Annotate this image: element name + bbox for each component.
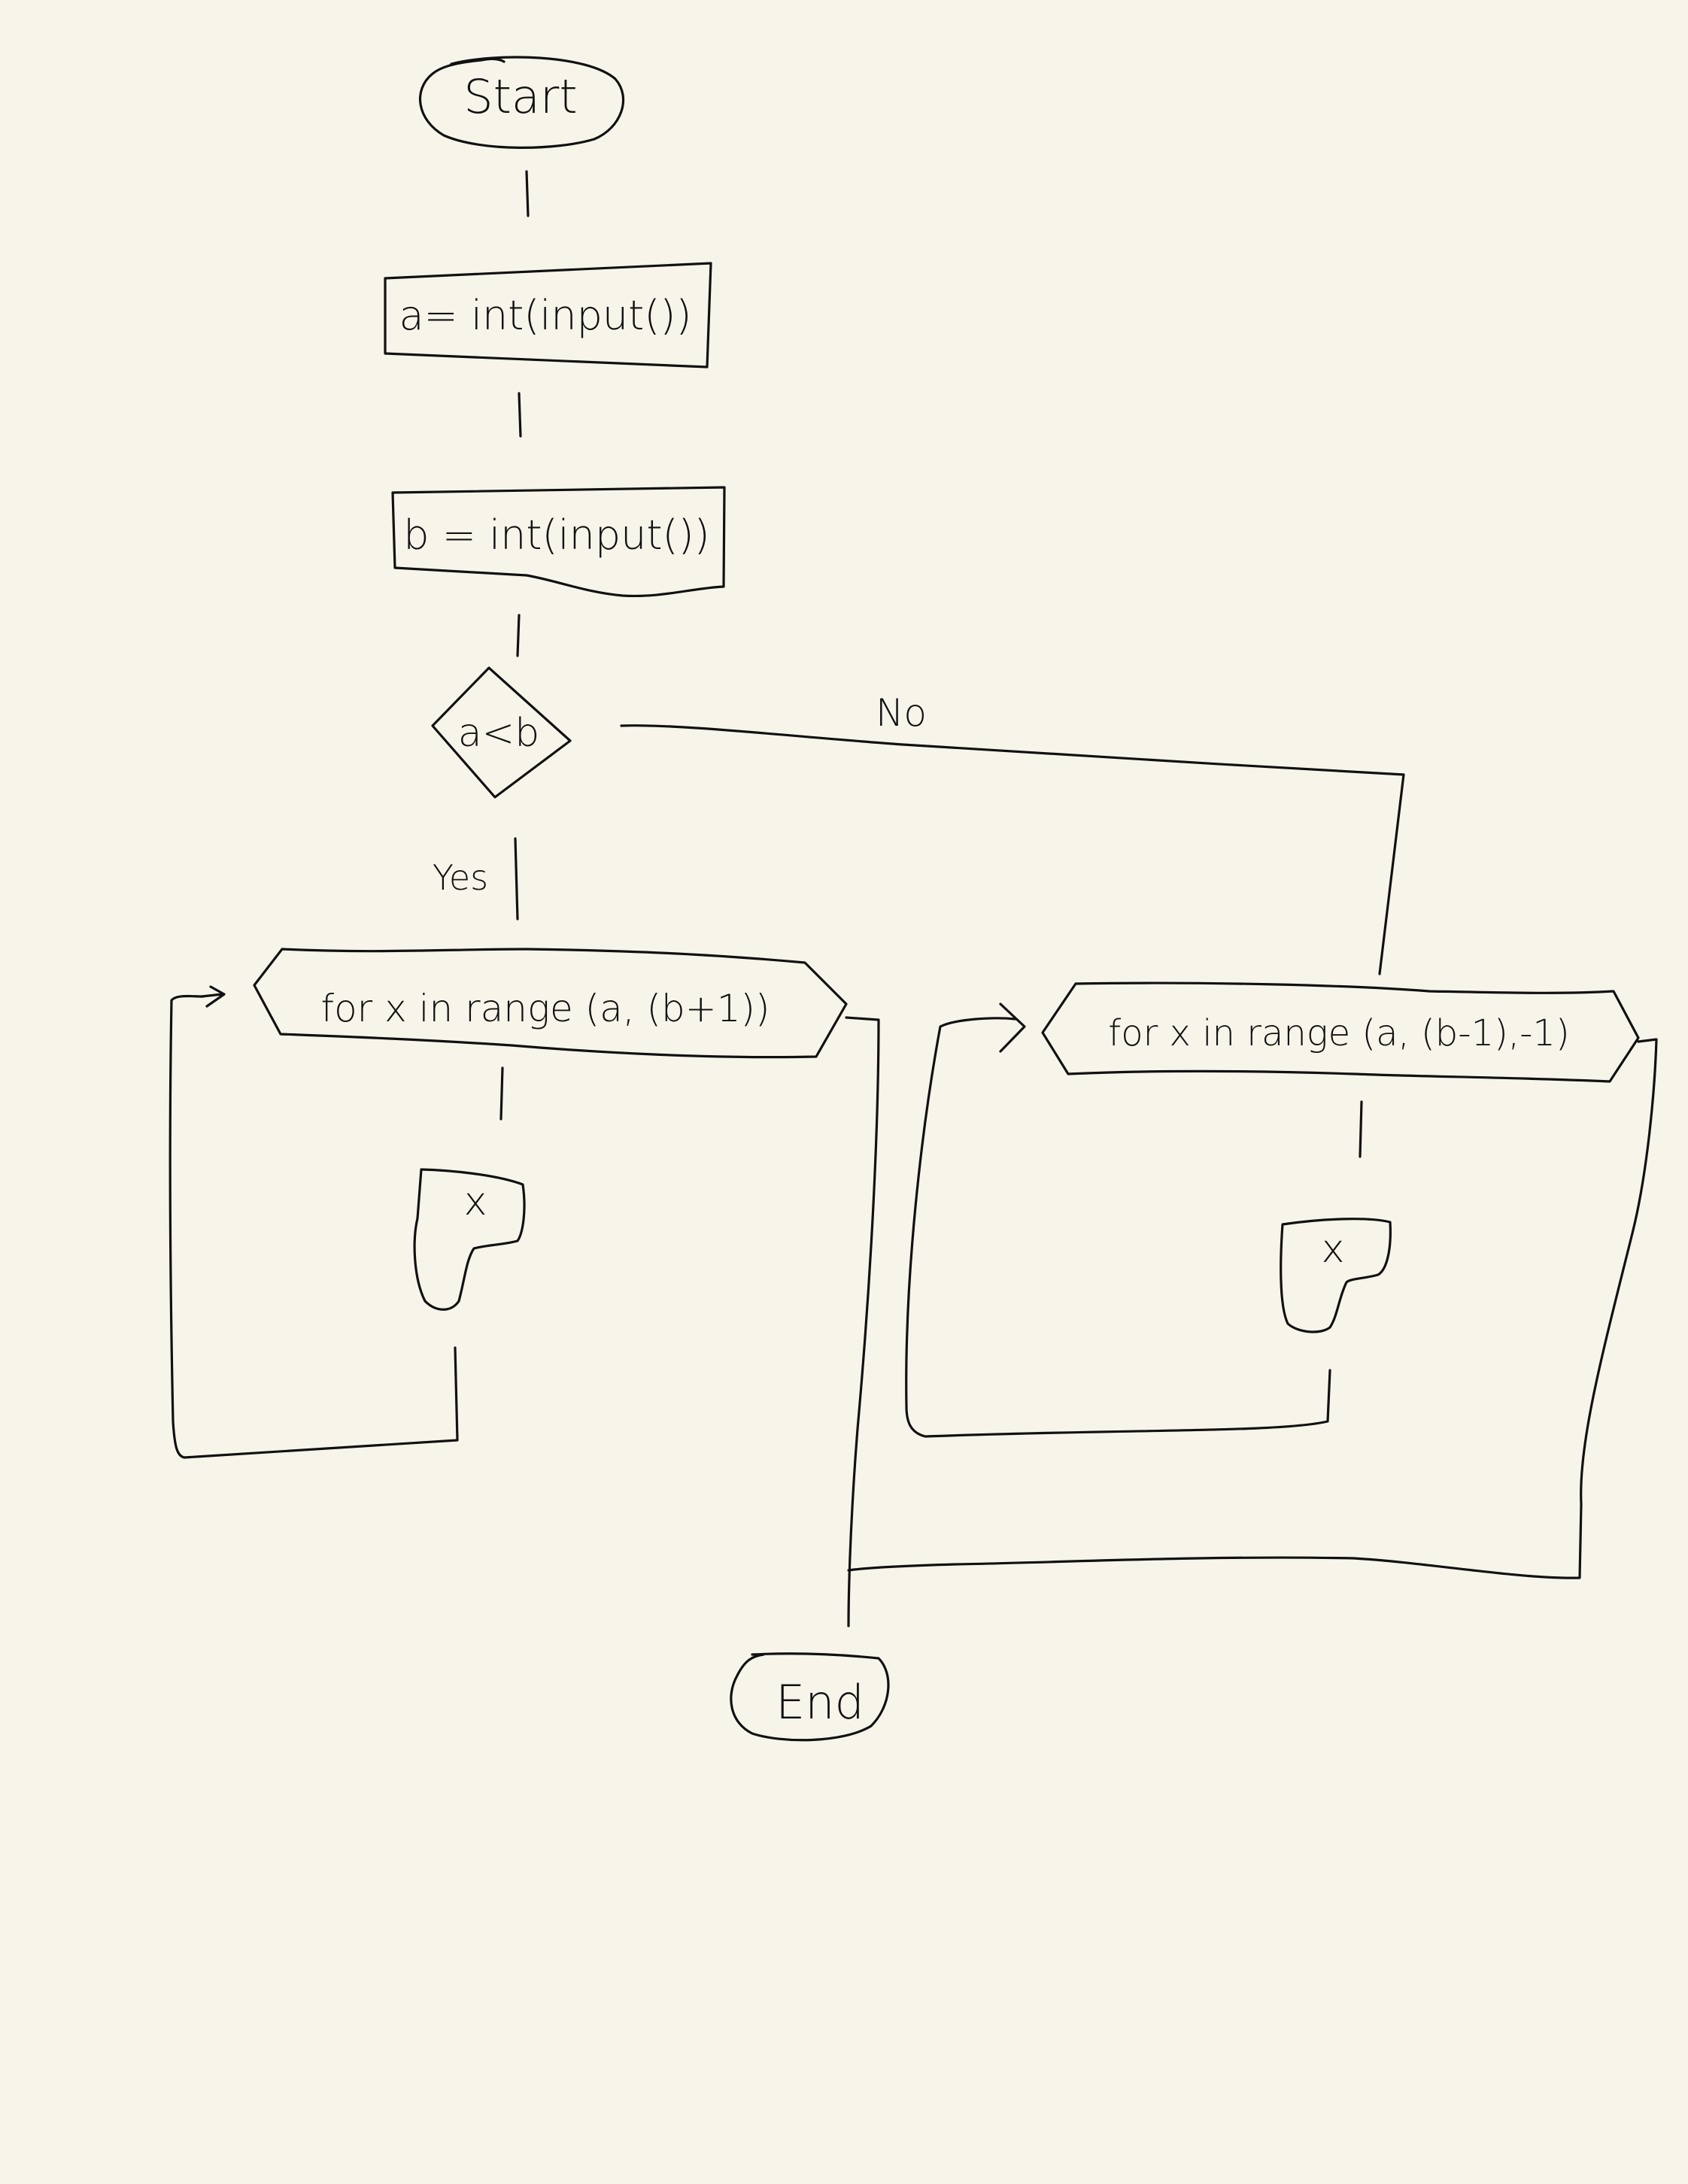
connector-loop-no-to-output	[1359, 1100, 1363, 1158]
output-no-node: x	[1280, 1218, 1392, 1333]
connector-start-to-input-a	[525, 170, 530, 217]
input-b-node: b = int(input())	[391, 486, 726, 598]
connector-decision-yes	[514, 837, 519, 921]
end-label: End	[776, 1675, 864, 1730]
connector-loop-yes-to-output	[499, 1066, 504, 1121]
loop-yes-node: for x in range (a, (b+1))	[253, 948, 848, 1059]
connector-loop-yes-exit	[845, 1016, 880, 1627]
output-no-label: x	[1322, 1227, 1345, 1272]
connector-input-b-to-decision	[516, 614, 521, 657]
no-label: No	[876, 691, 927, 735]
input-a-node: a= int(input())	[384, 262, 712, 369]
decision-node: a<b	[431, 666, 572, 799]
loop-no-label: for x in range (a, (b-1),-1)	[1108, 1012, 1569, 1054]
loopback-no-arrow	[999, 1003, 1026, 1053]
loopback-yes-arrow	[200, 985, 226, 1008]
input-a-label: a= int(input())	[399, 292, 691, 339]
connector-decision-no	[620, 724, 1405, 975]
end-node: End	[730, 1652, 890, 1742]
start-label: Start	[463, 69, 577, 124]
connector-input-a-to-input-b	[518, 392, 522, 438]
decision-label: a<b	[458, 711, 539, 756]
yes-label: Yes	[433, 857, 488, 898]
start-node: Start	[419, 56, 624, 149]
output-yes-label: x	[464, 1179, 487, 1224]
loopback-yes	[168, 994, 459, 1459]
loopback-no	[905, 1017, 1331, 1438]
loop-no-node: for x in range (a, (b-1),-1)	[1041, 981, 1640, 1083]
input-b-label: b = int(input())	[403, 511, 709, 559]
output-yes-node: x	[413, 1168, 526, 1311]
loop-yes-label: for x in range (a, (b+1))	[320, 987, 770, 1030]
connector-loop-no-exit	[847, 1038, 1658, 1579]
